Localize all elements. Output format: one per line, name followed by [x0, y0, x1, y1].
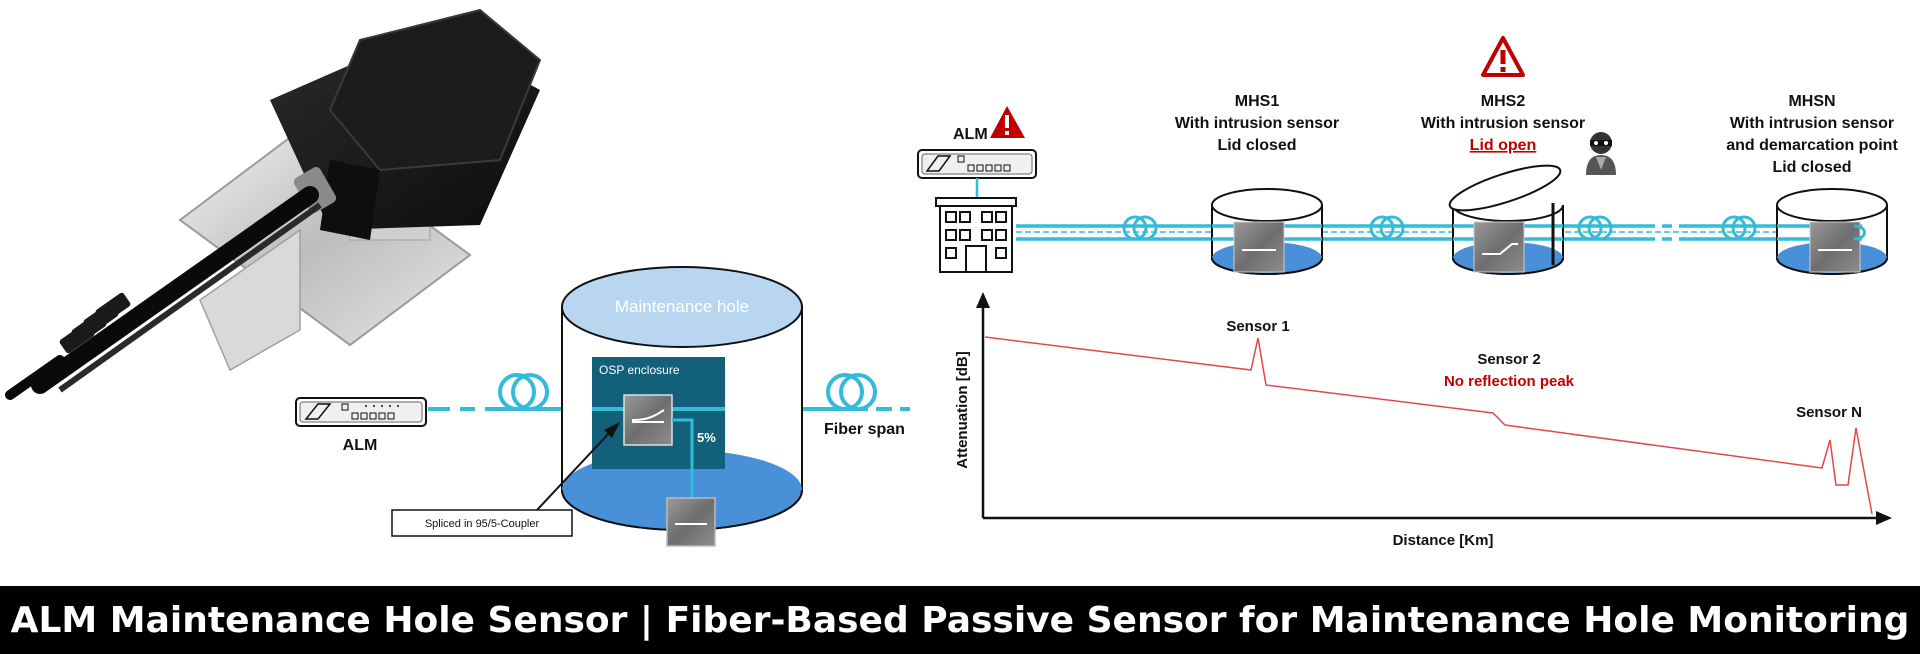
mhsn-line1: With intrusion sensor	[1730, 115, 1894, 132]
mhs1-line1: With intrusion sensor	[1175, 115, 1339, 132]
intruder-icon	[1586, 132, 1616, 175]
fiber-coil-icon	[1122, 215, 1158, 241]
mhs2-title: MHS2	[1481, 93, 1526, 110]
mhs1-line2: Lid closed	[1217, 137, 1296, 154]
warning-icon	[990, 106, 1025, 138]
left-diagram: ALM Maintenance hole OSP enclosure	[295, 266, 910, 547]
network-alm-label: ALM	[953, 126, 988, 143]
alm-device-icon	[295, 397, 427, 427]
coupler	[623, 394, 673, 446]
building-icon	[935, 197, 1017, 273]
y-axis-label: Attenuation [dB]	[954, 351, 971, 468]
banner-title: ALM Maintenance Hole Sensor | Fiber-Base…	[10, 599, 1910, 641]
alm-device-icon	[917, 149, 1037, 179]
network-diagram: ALM	[917, 36, 1898, 275]
hole-label: Maintenance hole	[615, 297, 749, 316]
fiber-coil-icon	[1577, 215, 1613, 241]
fiber-coil-icon	[498, 373, 549, 411]
mhsn-hole	[1776, 188, 1888, 275]
sensor2-note: No reflection peak	[1444, 373, 1575, 390]
product-photo	[5, 8, 542, 400]
warning-icon	[1481, 36, 1525, 77]
sensor-module	[1473, 221, 1525, 273]
mhsn-line3: Lid closed	[1772, 159, 1851, 176]
sensor1-label: Sensor 1	[1226, 318, 1289, 335]
mhs2-line1: With intrusion sensor	[1421, 115, 1585, 132]
alm-label: ALM	[343, 437, 378, 454]
mhsn-line2: and demarcation point	[1726, 137, 1898, 154]
enclosure-label: OSP enclosure	[599, 363, 680, 377]
sensor-module	[666, 497, 716, 547]
otdr-trace: Attenuation [dB] Distance [Km] Sensor 1 …	[954, 292, 1892, 549]
sensor-module	[1809, 221, 1861, 273]
mhs2-hole	[1448, 164, 1564, 275]
diagram-canvas: ALM Maintenance hole OSP enclosure	[5, 8, 1898, 549]
callout-label: Spliced in 95/5-Coupler	[425, 518, 540, 530]
sensor2-label: Sensor 2	[1477, 351, 1540, 368]
x-axis-label: Distance [Km]	[1393, 532, 1494, 549]
callout-box	[391, 509, 573, 537]
trace-line	[984, 336, 1873, 515]
mhs1-hole	[1211, 188, 1323, 275]
fiber-span-label: Fiber span	[824, 421, 905, 438]
coupler-percent: 5%	[697, 430, 716, 445]
fiber-coil-icon	[826, 373, 877, 411]
sensor-module	[1233, 221, 1285, 273]
mhs1-title: MHS1	[1235, 93, 1280, 110]
mhs2-line2: Lid open	[1470, 137, 1537, 154]
title-banner: ALM Maintenance Hole Sensor | Fiber-Base…	[0, 586, 1920, 654]
mhsn-title: MHSN	[1788, 93, 1835, 110]
fiber-coil-icon	[1369, 215, 1405, 241]
fiber-coil-icon	[1721, 215, 1757, 241]
sensorN-label: Sensor N	[1796, 404, 1862, 421]
